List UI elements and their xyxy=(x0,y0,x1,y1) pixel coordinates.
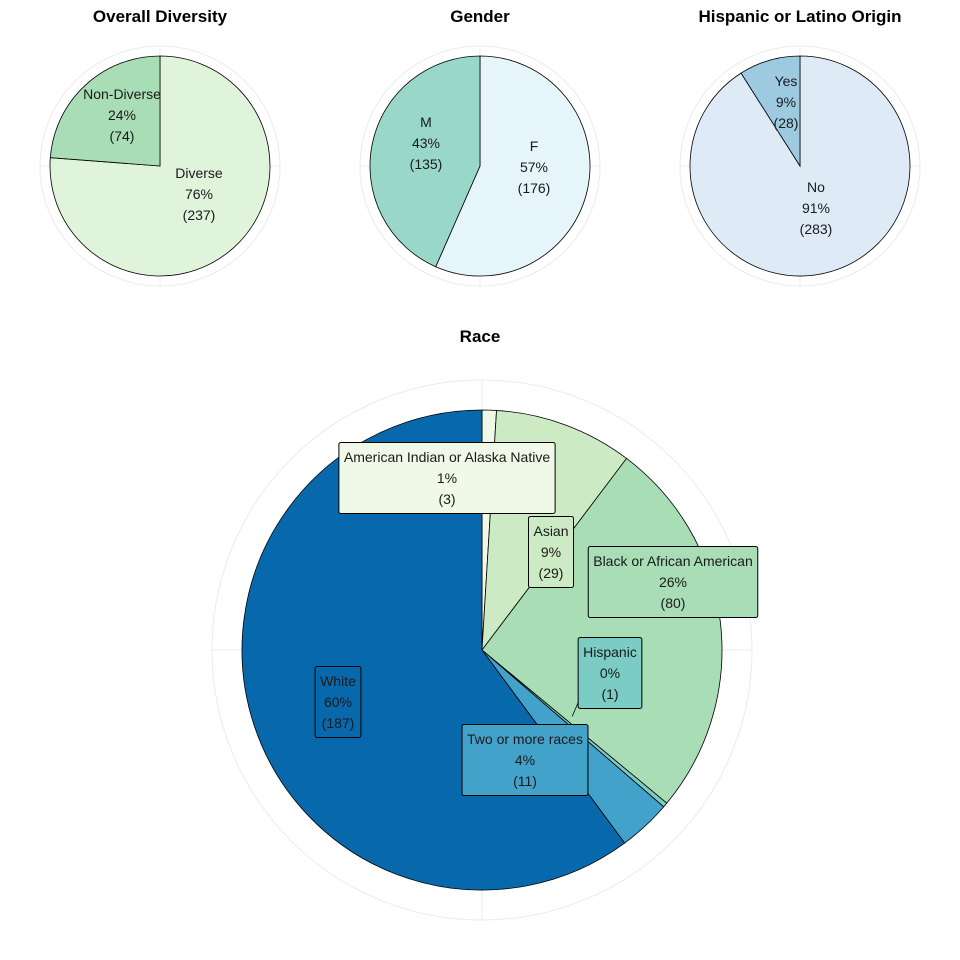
hispanic-origin-chart: Hispanic or Latino Origin No 91% (283) Yes 9… xyxy=(679,7,921,287)
hispanic-origin-title: Hispanic or Latino Origin xyxy=(698,7,901,26)
pie-slice-yes xyxy=(740,55,801,168)
label-box xyxy=(587,546,759,618)
label-box xyxy=(314,666,362,738)
slice-label-black-or-african-american: Black or African American 26% (80) xyxy=(587,546,759,618)
label-percent: 1% xyxy=(437,470,457,486)
label-count: (283) xyxy=(800,221,833,237)
label-percent: 9% xyxy=(541,544,561,560)
label-name: Hispanic xyxy=(583,644,637,660)
label-name: White xyxy=(320,673,356,689)
label-count: (135) xyxy=(410,156,443,172)
label-count: (1) xyxy=(601,686,618,702)
slice-labels: No 91% (283) Yes 9% (28) xyxy=(774,73,833,237)
pie-slices xyxy=(49,55,271,277)
label-name: Diverse xyxy=(175,165,223,181)
pie-slice-m xyxy=(369,55,481,268)
pie-slices xyxy=(369,55,591,277)
label-percent: 24% xyxy=(108,107,136,123)
slice-label-yes: Yes 9% (28) xyxy=(774,73,799,131)
label-box xyxy=(338,442,556,514)
label-name: F xyxy=(530,138,539,154)
label-count: (74) xyxy=(110,128,135,144)
label-percent: 91% xyxy=(802,200,830,216)
slice-label-f: F 57% (176) xyxy=(518,138,551,196)
label-count: (29) xyxy=(539,565,564,581)
pie-slice-f xyxy=(435,55,591,277)
label-count: (3) xyxy=(438,491,455,507)
label-percent: 76% xyxy=(185,186,213,202)
label-leader xyxy=(571,702,579,717)
pie-slice-non-diverse xyxy=(49,55,161,167)
pie-slices xyxy=(689,55,911,277)
overall-diversity-title: Overall Diversity xyxy=(93,7,228,26)
slice-labels: F 57% (176) M 43% (135) xyxy=(410,114,551,196)
label-box xyxy=(461,724,589,796)
slice-label-m: M 43% (135) xyxy=(410,114,443,172)
race-title: Race xyxy=(460,327,501,346)
gender-chart: Gender F 57% (176) M 43% (135) xyxy=(359,7,601,287)
label-name: Two or more races xyxy=(467,731,583,747)
pie-slice-black-or-african-american xyxy=(481,457,723,804)
label-name: Non-Diverse xyxy=(83,86,161,102)
label-name: M xyxy=(420,114,432,130)
label-count: (237) xyxy=(183,207,216,223)
slice-label-two-or-more-races: Two or more races 4% (11) xyxy=(461,724,589,796)
label-count: (176) xyxy=(518,180,551,196)
label-percent: 4% xyxy=(515,752,535,768)
race-chart: Race American Indian or Alaska Native 1% (… xyxy=(211,327,759,921)
label-count: (28) xyxy=(774,115,799,131)
label-name: Yes xyxy=(775,73,798,89)
slice-labels: Diverse 76% (237) Non-Diverse 24% (74) xyxy=(83,86,223,223)
label-percent: 60% xyxy=(324,694,352,710)
label-box xyxy=(527,516,575,588)
label-percent: 0% xyxy=(600,665,620,681)
label-percent: 9% xyxy=(776,94,796,110)
label-name: Black or African American xyxy=(593,553,753,569)
slice-labels: American Indian or Alaska Native 1% (3) Asi… xyxy=(314,442,759,796)
overall-diversity-chart: Overall Diversity Diverse 76% (237) Non-Div… xyxy=(39,7,281,287)
label-count: (80) xyxy=(661,595,686,611)
label-count: (187) xyxy=(322,715,355,731)
label-name: No xyxy=(807,179,825,195)
label-box xyxy=(577,637,643,709)
slice-label-hispanic: Hispanic 0% (1) xyxy=(571,637,643,717)
slice-label-american-indian-or-alaska-native: American Indian or Alaska Native 1% (3) xyxy=(338,442,556,514)
label-count: (11) xyxy=(513,773,537,789)
label-percent: 26% xyxy=(659,574,687,590)
label-name: Asian xyxy=(533,523,568,539)
slice-label-no: No 91% (283) xyxy=(800,179,833,237)
slice-label-non-diverse: Non-Diverse 24% (74) xyxy=(83,86,161,144)
gender-title: Gender xyxy=(450,7,510,26)
label-name: American Indian or Alaska Native xyxy=(344,449,550,465)
slice-label-white: White 60% (187) xyxy=(314,666,362,738)
slice-label-asian: Asian 9% (29) xyxy=(527,516,575,588)
slice-label-diverse: Diverse 76% (237) xyxy=(175,165,223,223)
label-percent: 43% xyxy=(412,135,440,151)
label-percent: 57% xyxy=(520,159,548,175)
